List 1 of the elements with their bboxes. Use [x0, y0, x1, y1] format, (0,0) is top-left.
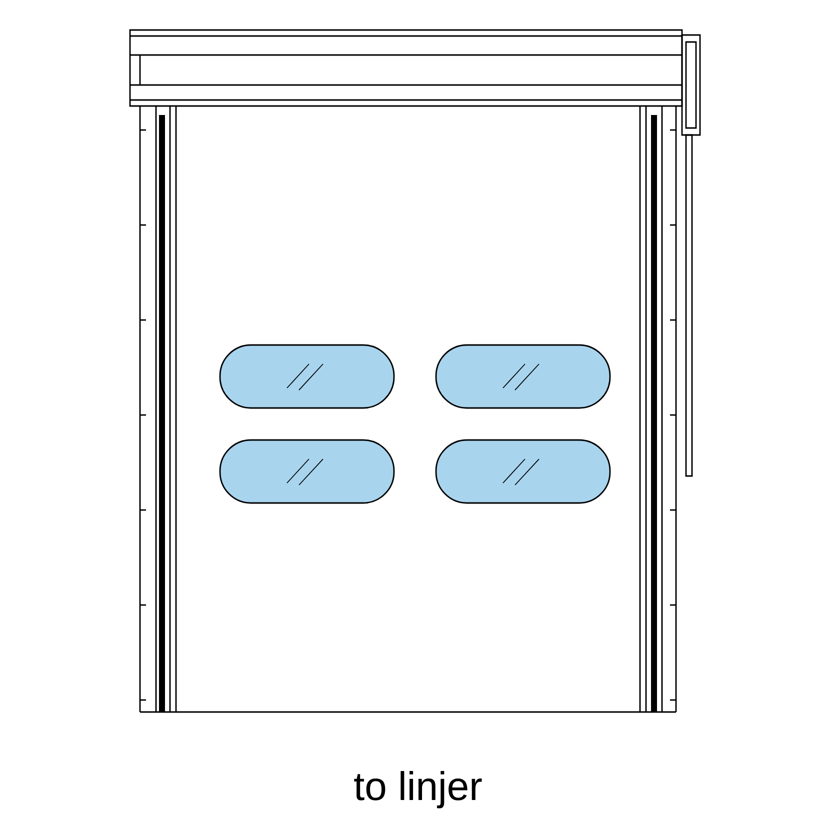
caption: to linjer [354, 771, 482, 808]
